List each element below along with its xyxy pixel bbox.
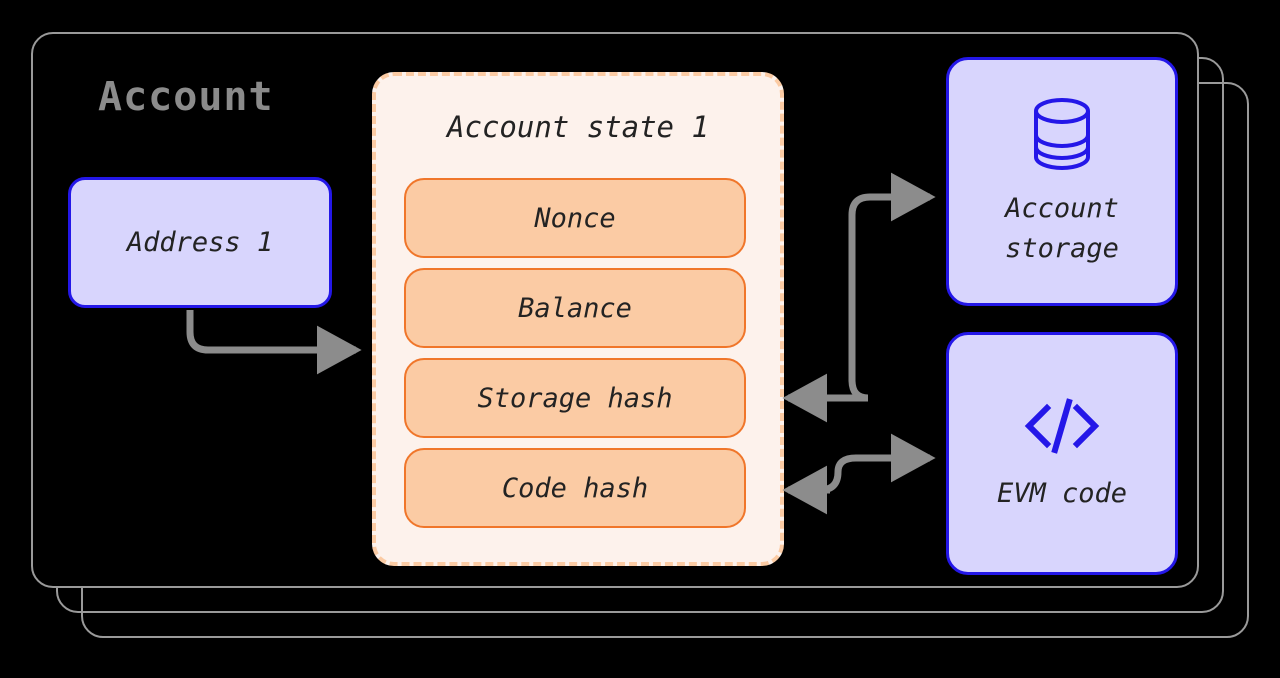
field-label-nonce: Nonce	[534, 202, 616, 234]
evm-code-node[interactable]: EVM code	[946, 332, 1178, 575]
page-title: Account	[98, 74, 274, 120]
field-row[interactable]: Nonce	[404, 178, 746, 258]
field-label-code-hash: Code hash	[501, 472, 649, 504]
address-node[interactable]: Address 1	[68, 177, 332, 308]
account-storage-label: Account storage	[1005, 193, 1119, 264]
code-brackets-icon	[1023, 394, 1101, 458]
evm-code-label: EVM code	[996, 477, 1128, 509]
account-state-container[interactable]: Account state 1 Nonce Balance Storage ha…	[372, 72, 784, 566]
field-label-balance: Balance	[518, 292, 632, 324]
field-label-storage-hash: Storage hash	[477, 382, 673, 414]
address-node-label: Address 1	[126, 226, 274, 258]
field-row[interactable]: Storage hash	[404, 358, 746, 438]
account-state-title: Account state 1	[447, 110, 709, 144]
account-storage-node[interactable]: Account storage	[946, 57, 1178, 306]
database-icon	[1028, 95, 1096, 173]
field-row[interactable]: Code hash	[404, 448, 746, 528]
field-row[interactable]: Balance	[404, 268, 746, 348]
